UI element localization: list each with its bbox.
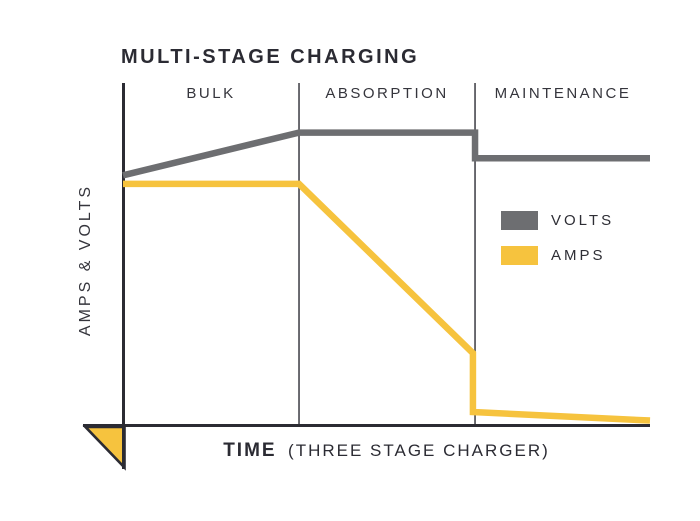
stage-label-absorption: ABSORPTION (325, 85, 449, 102)
legend-item-volts: VOLTS (501, 211, 614, 230)
origin-triangle-marker (82, 425, 126, 471)
legend-label-amps: AMPS (551, 247, 606, 264)
volts-color-swatch (501, 211, 538, 230)
series-line-amps (123, 180, 651, 424)
chart-legend: VOLTS AMPS (501, 211, 614, 265)
legend-item-amps: AMPS (501, 246, 614, 265)
series-lines (122, 129, 651, 424)
amps-color-swatch (501, 246, 538, 265)
legend-label-volts: VOLTS (551, 212, 615, 229)
chart-title: MULTI-STAGE CHARGING (121, 46, 420, 68)
series-line-volts (122, 129, 650, 179)
stage-label-bulk: BULK (186, 85, 236, 102)
x-axis-label-primary: TIME (223, 440, 277, 461)
x-axis-label: TIME (THREE STAGE CHARGER) (123, 440, 650, 462)
stage-label-maintenance: MAINTENANCE (494, 85, 632, 102)
x-axis-label-secondary: (THREE STAGE CHARGER) (288, 441, 550, 460)
